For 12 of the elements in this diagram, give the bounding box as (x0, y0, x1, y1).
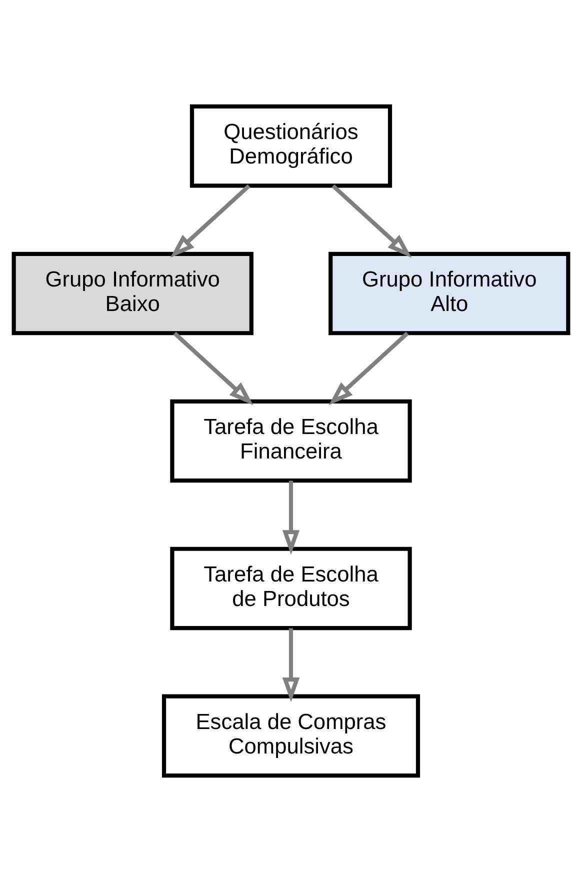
node-box: Tarefa de Escolha de Produtos (170, 546, 412, 630)
arrow (282, 480, 300, 555)
arrow (170, 184, 250, 258)
arrow (173, 332, 254, 406)
arrow (332, 184, 412, 258)
arrow (328, 332, 409, 406)
node-box: Questionários Demográfico (190, 104, 392, 188)
node-box: Escala de Compras Compulsivas (162, 694, 420, 778)
arrow (282, 628, 300, 702)
node-box: Grupo Informativo Alto (328, 252, 570, 336)
node-box: Tarefa de Escolha Financeira (170, 399, 412, 483)
node-box: Grupo Informativo Baixo (12, 252, 254, 336)
